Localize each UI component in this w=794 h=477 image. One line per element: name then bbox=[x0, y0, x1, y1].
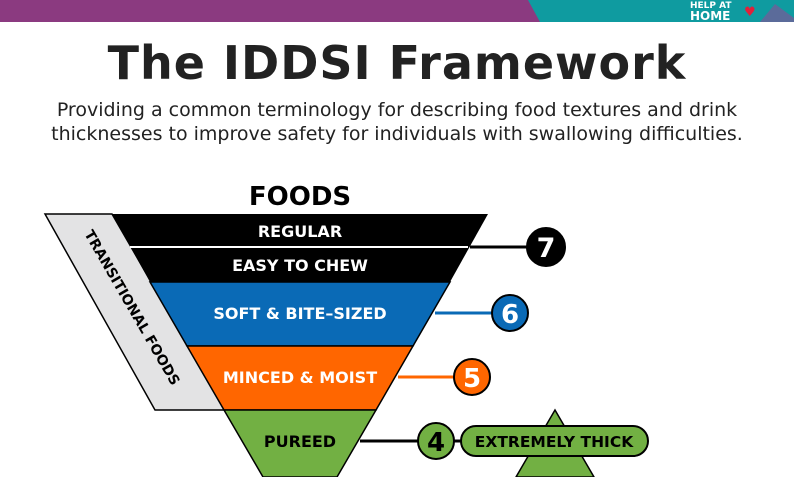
brand-line1: HELP AT bbox=[690, 1, 732, 11]
subtitle-line1: Providing a common terminology for descr… bbox=[56, 99, 738, 121]
header-teal bbox=[528, 0, 794, 22]
heart-icon: ♥ bbox=[744, 5, 756, 20]
foods-heading: FOODS bbox=[249, 182, 351, 212]
brand-logo: HELP AT HOME bbox=[690, 1, 732, 23]
level-5-badge bbox=[453, 358, 491, 396]
level-6-badge bbox=[491, 294, 529, 332]
page-title: The IDDSI Framework bbox=[107, 36, 687, 90]
label-minced-moist: MINCED & MOIST bbox=[223, 368, 377, 387]
level-7-number: 7 bbox=[537, 233, 556, 264]
level-4-number: 4 bbox=[427, 428, 445, 458]
extremely-thick-pill bbox=[460, 425, 649, 457]
brand-line2: HOME bbox=[690, 9, 731, 23]
extremely-thick-label: EXTREMELY THICK bbox=[475, 433, 634, 451]
band-pureed bbox=[222, 409, 378, 477]
label-regular: REGULAR bbox=[258, 222, 342, 241]
label-pureed: PUREED bbox=[264, 432, 336, 451]
level-6-number: 6 bbox=[501, 300, 519, 330]
subtitle-line2: thicknesses to improve safety for indivi… bbox=[51, 123, 743, 145]
label-soft-bite-sized: SOFT & BITE–SIZED bbox=[213, 304, 386, 323]
level-5-number: 5 bbox=[463, 364, 481, 394]
level-7-badge bbox=[526, 227, 566, 267]
subtitle: Providing a common terminology for descr… bbox=[0, 98, 794, 146]
label-easy-to-chew: EASY TO CHEW bbox=[232, 256, 368, 275]
level-4-badge bbox=[417, 422, 455, 460]
